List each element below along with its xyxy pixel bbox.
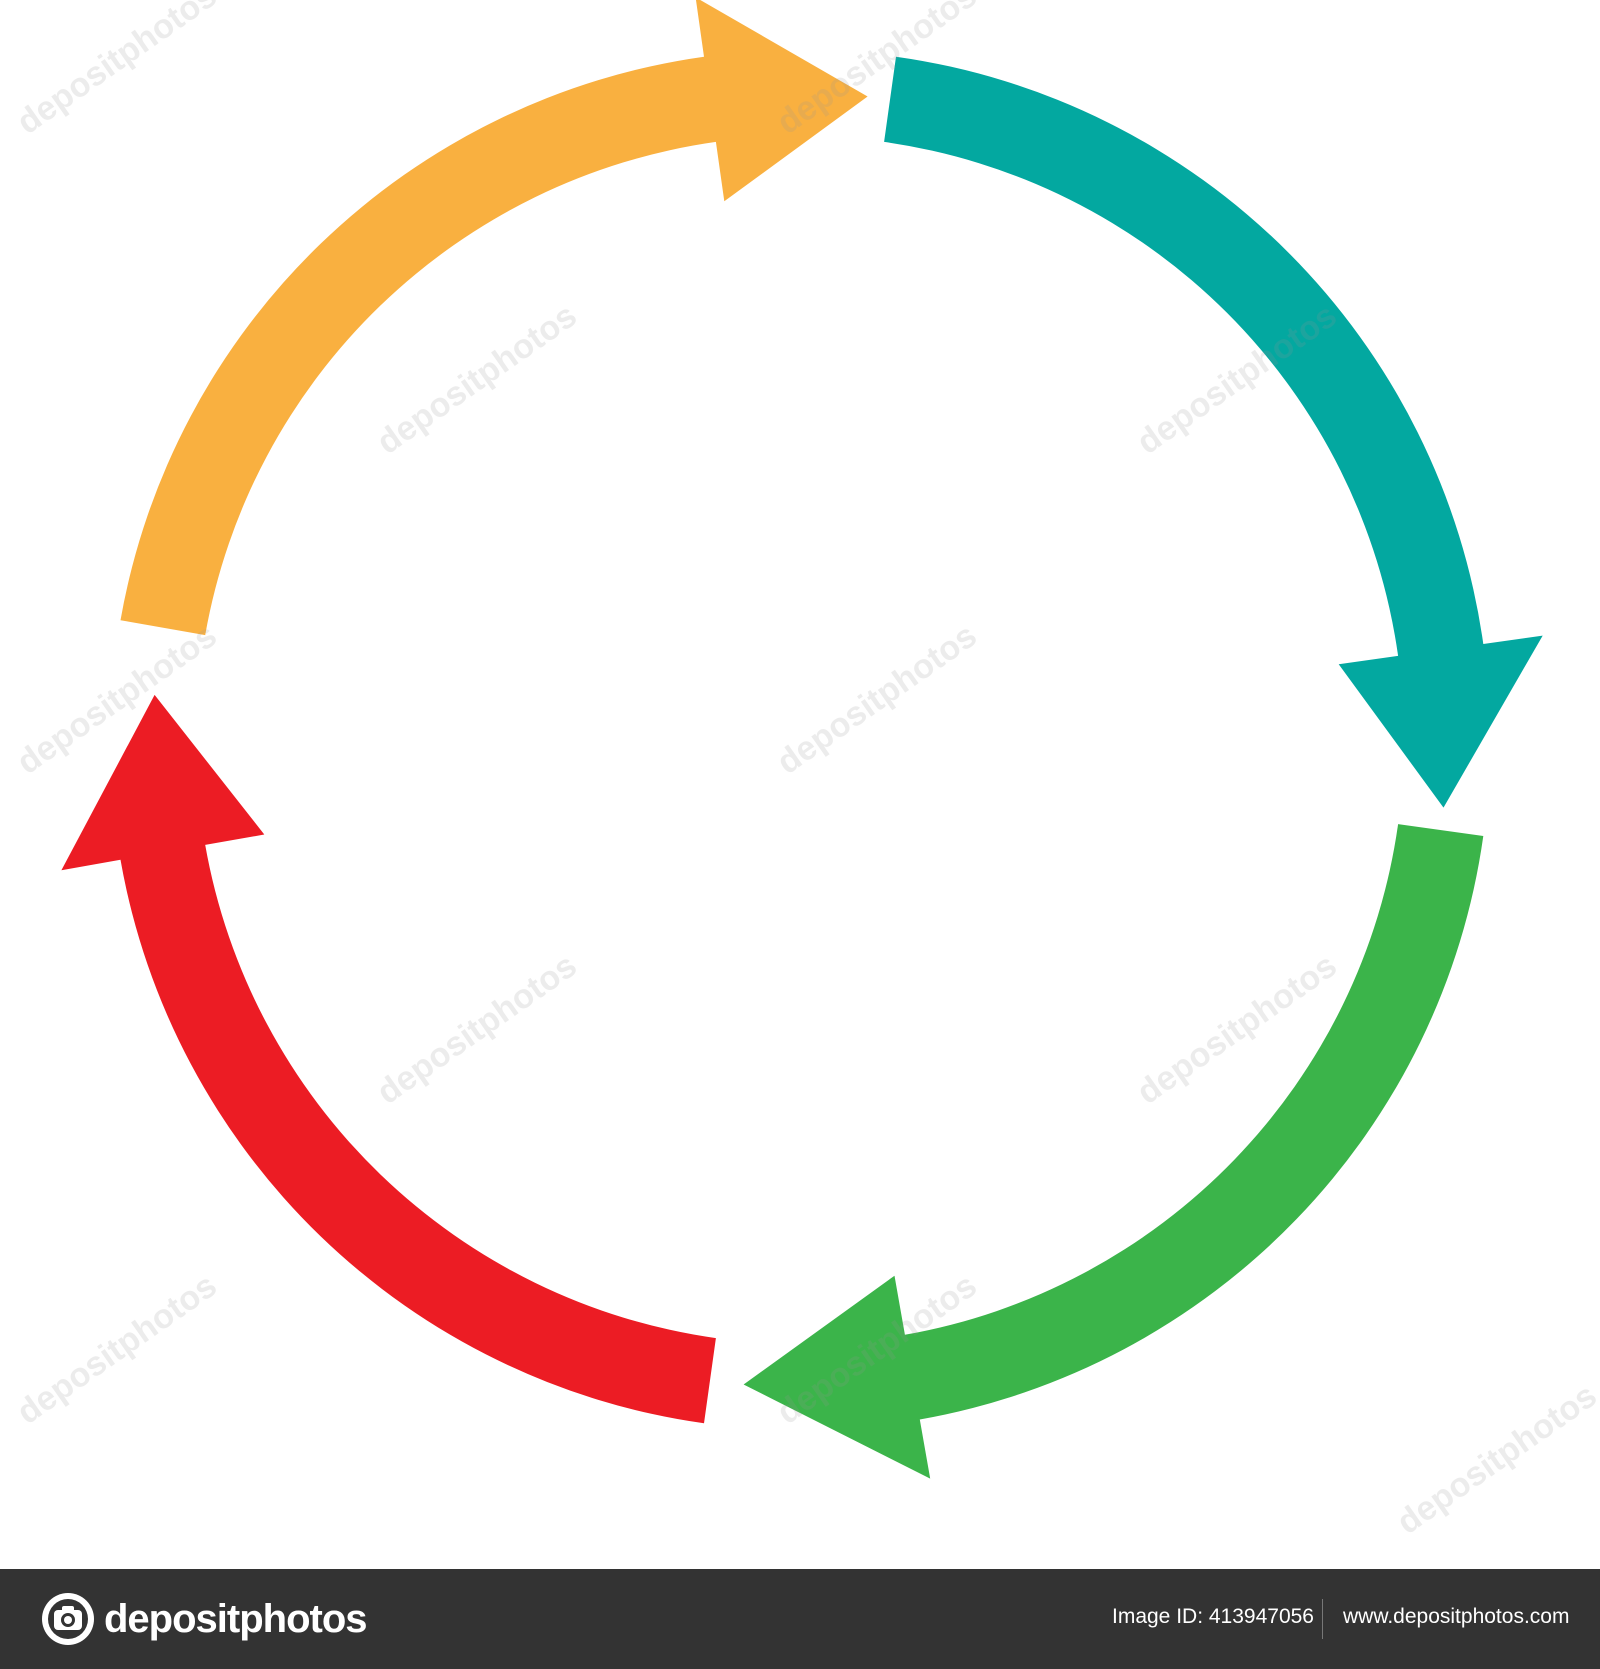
image-id-label: Image ID: 413947056 (1112, 1605, 1314, 1628)
orange-arrow (120, 0, 868, 636)
teal-arrow (884, 56, 1543, 808)
cycle-diagram (61, 0, 1543, 1479)
camera-icon (42, 1593, 94, 1645)
footer-divider (1322, 1599, 1323, 1639)
site-url-link[interactable]: www.depositphotos.com (1343, 1605, 1570, 1628)
red-arrow (61, 694, 716, 1424)
logo-text: depositphotos (104, 1596, 368, 1641)
green-arrow (743, 824, 1484, 1479)
footer-bar: depositphotos Image ID: 413947056 www.de… (0, 1569, 1600, 1669)
depositphotos-logo: depositphotos (40, 1591, 368, 1647)
